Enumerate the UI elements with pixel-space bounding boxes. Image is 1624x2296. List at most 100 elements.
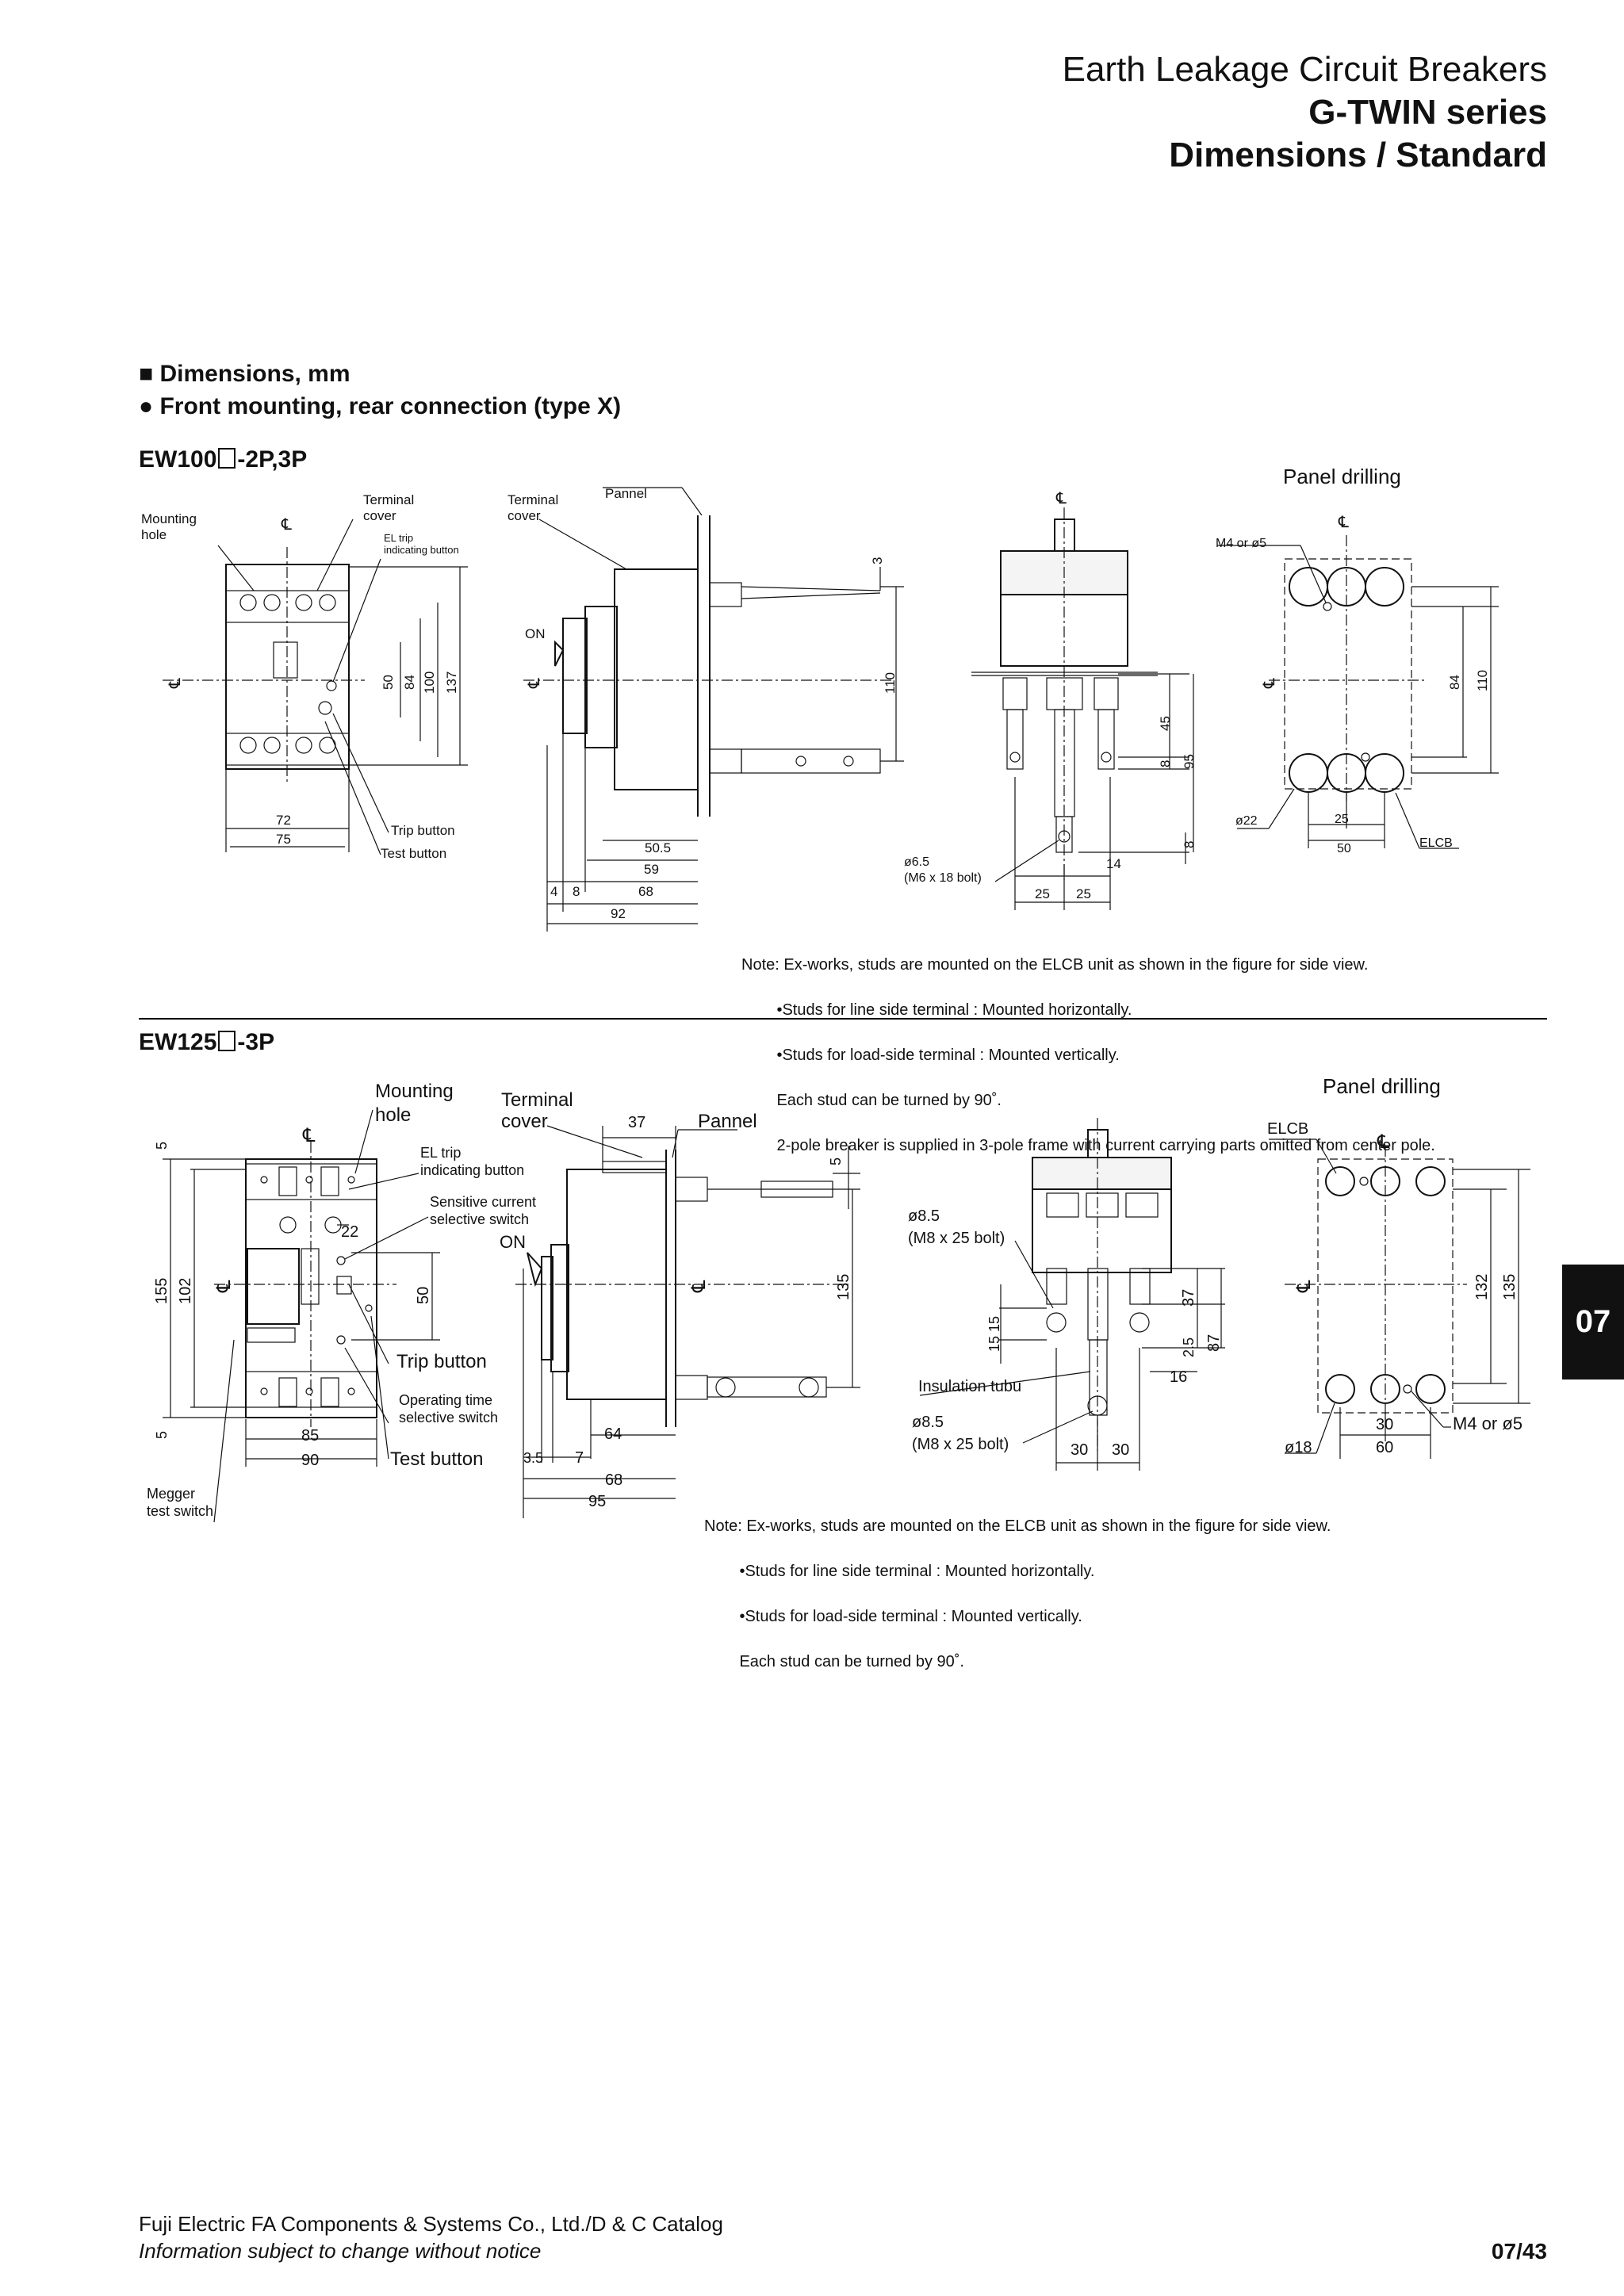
ew100-terminal-cover-label: Terminal <box>363 492 414 507</box>
ew125-elcb-label: ELCB <box>1267 1120 1308 1138</box>
centerline-icon: ℄ <box>1261 678 1278 689</box>
ew100-pd-50: 50 <box>1337 842 1351 855</box>
footer-disclaimer: Information subject to change without no… <box>139 2239 542 2263</box>
ew100-note-line: Each stud can be turned by 90˚. <box>741 1092 1002 1109</box>
ew100-dim-4: 4 <box>550 884 557 899</box>
ew125-model-suffix: -3P <box>237 1029 275 1055</box>
ew125-dim-2-5: 2.5 <box>1181 1337 1197 1357</box>
ew100-el-trip-label: EL trip <box>384 532 413 544</box>
header-subtitle: Dimensions / Standard <box>1169 136 1547 174</box>
centerline-icon: ℄ <box>688 1280 710 1293</box>
ew100-note-line: •Studs for line side terminal : Mounted … <box>741 1001 1132 1019</box>
ew125-sensitive-label2: selective switch <box>430 1211 529 1227</box>
section-title: ■ Dimensions, mm <box>139 361 350 388</box>
ew100-note-line: Note: Ex-works, studs are mounted on the… <box>741 956 1369 974</box>
ew100-model-suffix: -2P,3P <box>237 446 308 473</box>
placeholder-box-icon <box>218 448 236 469</box>
header-line1: Earth Leakage Circuit Breakers <box>1062 50 1547 89</box>
ew125-m4-label: M4 or ø5 <box>1453 1414 1522 1433</box>
ew125-mounting-hole-label2: hole <box>375 1104 411 1126</box>
ew125-pd-30: 30 <box>1376 1416 1393 1433</box>
ew100-pd-84: 84 <box>1447 675 1462 690</box>
ew100-dim-50: 50 <box>381 675 396 690</box>
page-number: 07/43 <box>1491 2239 1547 2263</box>
ew100-dim-3: 3 <box>870 557 885 564</box>
ew125-pd-60: 60 <box>1376 1439 1393 1456</box>
ew125-dim-37: 37 <box>628 1114 645 1131</box>
ew100-bolt-label2: (M6 x 18 bolt) <box>904 871 982 885</box>
ew100-front-view: Mounting hole ℄ Terminal cover EL trip i… <box>141 492 468 861</box>
centerline-icon: ℄ <box>167 678 184 689</box>
ew125-dim-90: 90 <box>301 1452 319 1469</box>
centerline-icon: ℄ <box>526 678 543 689</box>
ew125-dim-3-5: 3.5 <box>523 1450 543 1466</box>
ew100-note: Note: Ex-works, studs are mounted on the… <box>741 928 1435 1169</box>
ew100-dim-68: 68 <box>638 884 653 899</box>
ew125-drawing: Mounting hole ℄ EL trip indicating butto… <box>147 1081 1530 1523</box>
ew100-dim-92: 92 <box>611 906 626 921</box>
centerline-icon: ℄ <box>1338 514 1349 531</box>
ew125-pd-135: 135 <box>1501 1274 1519 1300</box>
ew100-side-view: Terminal cover Pannel ON ℄ 50.5 59 68 4 … <box>508 486 904 932</box>
ew125-pd-132: 132 <box>1473 1274 1491 1300</box>
ew125-note-line: Each stud can be turned by 90˚. <box>704 1653 964 1670</box>
centerline-icon: ℄ <box>302 1125 316 1146</box>
ew100-m4-label: M4 or ø5 <box>1216 537 1266 550</box>
ew125-model-title: EW125-3P <box>139 1029 274 1056</box>
ew100-dim-110: 110 <box>883 672 898 694</box>
ew125-dim-64: 64 <box>604 1425 622 1443</box>
ew125-dim-95: 95 <box>588 1493 606 1510</box>
header-series: G-TWIN series <box>1308 93 1547 132</box>
ew100-drawing: Mounting hole ℄ Terminal cover EL trip i… <box>141 486 1499 932</box>
centerline-icon: ℄ <box>213 1280 235 1293</box>
ew100-test-button-label: Test button <box>381 846 446 861</box>
ew125-terminal-cover-label: Terminal <box>501 1089 573 1111</box>
section-divider <box>139 1018 1547 1020</box>
ew100-note-line: •Studs for load-side terminal : Mounted … <box>741 1047 1120 1064</box>
ew100-side-terminal-cover-label2: cover <box>508 508 541 523</box>
ew125-note-line: Note: Ex-works, studs are mounted on the… <box>704 1517 1331 1535</box>
ew125-dim-5a: 5 <box>154 1142 170 1150</box>
ew100-panel-drilling: ℄ ℄ M4 or ø5 ø22 ELCB 25 50 84 110 <box>1216 514 1499 855</box>
ew100-panel-drilling-title: Panel drilling <box>1283 465 1401 488</box>
ew125-dim-22: 22 <box>341 1223 358 1241</box>
ew125-operating-label2: selective switch <box>399 1410 498 1425</box>
dot-bullet-icon: ● <box>139 393 160 419</box>
ew125-note: Note: Ex-works, studs are mounted on the… <box>704 1489 1331 1685</box>
ew100-dim-75: 75 <box>276 832 291 847</box>
ew125-note-line: •Studs for line side terminal : Mounted … <box>704 1563 1095 1580</box>
ew100-pd-25: 25 <box>1335 813 1349 826</box>
centerline-icon: ℄ <box>1377 1131 1390 1153</box>
ew100-pd-110: 110 <box>1475 670 1490 691</box>
ew100-rear-view: ℄ ø6.5 (M6 x 18 bolt) 25 25 14 45 8 95 8 <box>904 490 1197 910</box>
ew100-note-line: 2-pole breaker is supplied in 3-pole fra… <box>741 1137 1435 1154</box>
ew125-dim-15-15: 15 15 <box>986 1316 1002 1352</box>
ew125-operating-label: Operating time <box>399 1392 492 1408</box>
ew100-dim-8: 8 <box>573 884 580 899</box>
ew125-el-trip-label2: indicating button <box>420 1162 524 1178</box>
ew100-model-prefix: EW100 <box>139 446 217 473</box>
ew100-side-terminal-cover-label: Terminal <box>508 492 558 507</box>
centerline-icon: ℄ <box>1055 490 1067 507</box>
ew125-dim-102: 102 <box>177 1278 194 1304</box>
centerline-icon: ℄ <box>1293 1280 1315 1293</box>
ew125-dim-16: 16 <box>1170 1368 1187 1386</box>
ew125-bolt1-label: ø8.5 <box>908 1207 940 1225</box>
ew125-dim-5b: 5 <box>154 1431 170 1439</box>
ew125-dim-5s: 5 <box>828 1158 844 1165</box>
ew100-dim-14: 14 <box>1106 856 1121 871</box>
ew125-note-line: •Studs for load-side terminal : Mounted … <box>704 1608 1082 1625</box>
ew125-on-label: ON <box>500 1232 526 1252</box>
ew125-mounting-hole-label: Mounting <box>375 1081 454 1102</box>
ew100-dim-59: 59 <box>644 862 659 877</box>
ew125-sensitive-label: Sensitive current <box>430 1194 536 1210</box>
chapter-tab: 07 <box>1562 1265 1624 1380</box>
section-subtitle: ● Front mounting, rear connection (type … <box>139 393 621 420</box>
ew125-el-trip-label: EL trip <box>420 1145 461 1161</box>
ew125-pannel-label: Pannel <box>698 1111 757 1132</box>
ew100-dim-50-5: 50.5 <box>645 840 671 855</box>
ew100-elcb-label: ELCB <box>1419 836 1453 850</box>
ew125-dim-135: 135 <box>835 1274 852 1300</box>
section-title-text: Dimensions, mm <box>159 361 350 387</box>
ew125-dim-155: 155 <box>153 1278 170 1304</box>
